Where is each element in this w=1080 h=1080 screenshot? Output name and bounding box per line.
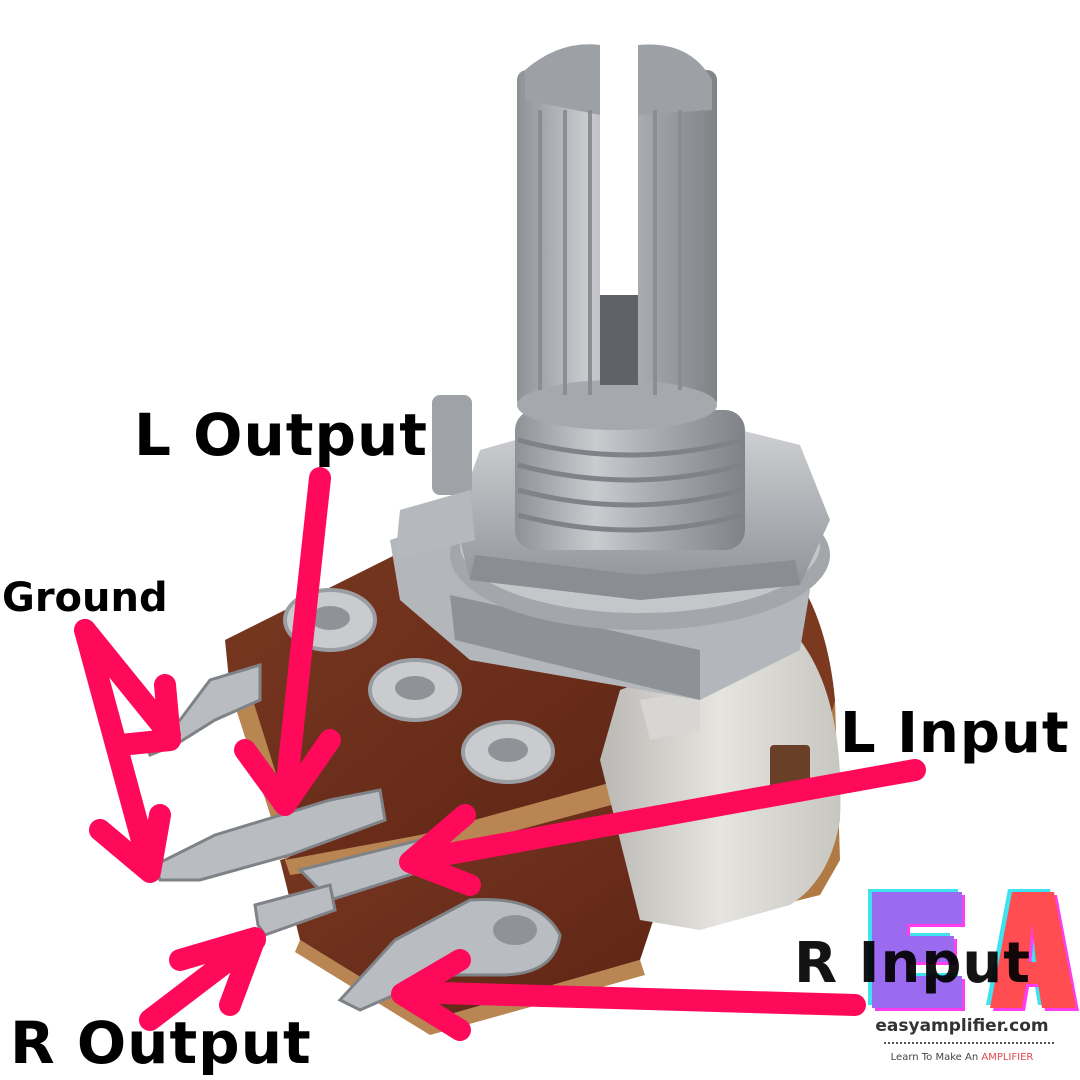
knurled-shaft (517, 44, 717, 430)
logo-tagline-prefix: Learn To Make An (890, 1052, 982, 1063)
logo-tagline: Learn To Make An AMPLIFIER (862, 1052, 1062, 1063)
annotation-arrows (74, 467, 926, 1041)
arrow-r-input (391, 949, 866, 1041)
arrow-l-output (234, 467, 341, 816)
arrow-ground-2 (74, 619, 171, 883)
label-l-output: L Output (134, 401, 429, 469)
label-l-input: L Input (840, 701, 1070, 766)
arrow-l-input (399, 759, 926, 896)
logo-tagline-accent: AMPLIFIER (981, 1052, 1034, 1063)
ea-logo-mark (868, 889, 1079, 1011)
arrow-r-output (139, 927, 266, 1031)
label-ground: Ground (2, 575, 168, 621)
logo-dotted-divider (884, 1042, 1054, 1044)
locating-tab (395, 395, 475, 560)
label-r-input: R Input (794, 931, 1032, 996)
easyamplifier-logo: easyamplifier.com Learn To Make An AMPLI… (862, 884, 1080, 1080)
label-r-output: R Output (10, 1009, 312, 1077)
logo-site-name: easyamplifier.com (875, 1016, 1049, 1036)
mounting-nut (450, 405, 830, 630)
